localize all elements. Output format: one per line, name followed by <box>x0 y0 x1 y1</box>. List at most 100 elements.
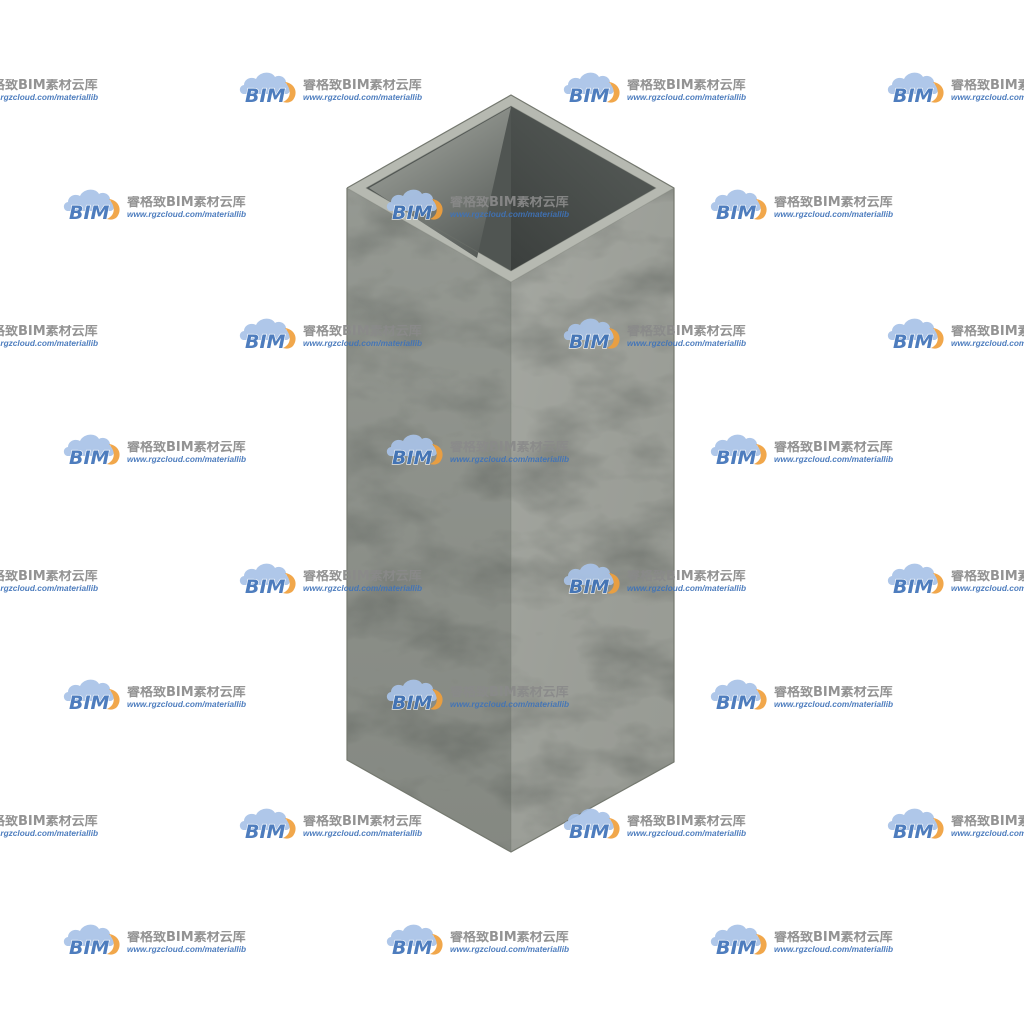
logo-cloud-shape <box>563 808 615 830</box>
watermark-title: 睿格致BIM素材云库 <box>774 196 893 210</box>
watermark-text-block: 睿格致BIM素材云库 www.rgzcloud.com/materiallib <box>0 806 101 838</box>
logo-orange-swoosh <box>283 573 296 594</box>
bim-cloud-logo-icon: BIM <box>710 924 767 956</box>
watermark-tile: BIM 睿格致BIM素材云库 www.rgzcloud.com/material… <box>385 187 572 221</box>
bim-cloud-logo-icon: BIM <box>63 679 120 711</box>
watermark-text-block: 睿格致BIM素材云库 www.rgzcloud.com/materiallib <box>0 561 101 593</box>
logo-cloud-shape <box>239 808 291 830</box>
logo-cloud-shape <box>563 72 615 94</box>
logo-text: BIM <box>716 937 757 956</box>
bim-cloud-logo-icon: BIM <box>386 924 443 956</box>
watermark-title: 睿格致BIM素材云库 <box>127 196 246 210</box>
watermark-text-block: 睿格致BIM素材云库 www.rgzcloud.com/materiallib <box>774 922 896 954</box>
watermark-title: 睿格致BIM素材云库 <box>627 570 746 584</box>
watermark-tile: BIM 睿格致BIM素材云库 www.rgzcloud.com/material… <box>238 561 425 595</box>
logo-text: BIM <box>392 202 433 221</box>
logo-text: BIM <box>69 692 110 711</box>
watermark-title: 睿格致BIM素材云库 <box>774 931 893 945</box>
logo-orange-swoosh <box>430 934 443 955</box>
watermark-tile: BIM 睿格致BIM素材云库 www.rgzcloud.com/material… <box>238 316 425 350</box>
watermark-tile: BIM 睿格致BIM素材云库 www.rgzcloud.com/material… <box>562 806 749 840</box>
column-right-face-shade <box>511 188 674 852</box>
watermark-url: www.rgzcloud.com/materiallib <box>951 93 1024 102</box>
bim-cloud-logo-icon: BIM <box>710 434 767 466</box>
logo-text: BIM <box>893 821 934 840</box>
watermark-title: 睿格致BIM素材云库 <box>127 441 246 455</box>
watermark-url: www.rgzcloud.com/materiallib <box>627 584 747 593</box>
watermark-tile: BIM 睿格致BIM素材云库 www.rgzcloud.com/material… <box>62 677 249 711</box>
watermark-text-block: 睿格致BIM素材云库 www.rgzcloud.com/materiallib <box>127 187 249 219</box>
watermark-tile: BIM 睿格致BIM素材云库 www.rgzcloud.com/material… <box>238 70 425 104</box>
watermark-url: www.rgzcloud.com/materiallib <box>303 93 423 102</box>
watermark-text-block: 睿格致BIM素材云库 www.rgzcloud.com/materiallib <box>951 70 1024 102</box>
watermark-url: www.rgzcloud.com/materiallib <box>774 945 894 954</box>
logo-text: BIM <box>392 937 433 956</box>
watermark-title: 睿格致BIM素材云库 <box>0 325 98 339</box>
watermark-text-block: 睿格致BIM素材云库 www.rgzcloud.com/materiallib <box>450 922 572 954</box>
logo-text: BIM <box>245 821 286 840</box>
bim-cloud-logo-icon: BIM <box>563 808 620 840</box>
watermark-title: 睿格致BIM素材云库 <box>774 686 893 700</box>
watermark-url: www.rgzcloud.com/materiallib <box>774 210 894 219</box>
watermark-title: 睿格致BIM素材云库 <box>303 79 422 93</box>
watermark-title: 睿格致BIM素材云库 <box>450 931 569 945</box>
watermark-text-block: 睿格致BIM素材云库 www.rgzcloud.com/materiallib <box>774 187 896 219</box>
watermark-text-block: 睿格致BIM素材云库 www.rgzcloud.com/materiallib <box>951 806 1024 838</box>
watermark-tile: BIM 睿格致BIM素材云库 www.rgzcloud.com/material… <box>562 70 749 104</box>
logo-orange-swoosh <box>107 199 120 220</box>
watermark-url: www.rgzcloud.com/materiallib <box>0 93 99 102</box>
logo-orange-swoosh <box>607 573 620 594</box>
watermark-url: www.rgzcloud.com/materiallib <box>127 700 247 709</box>
watermark-title: 睿格致BIM素材云库 <box>127 931 246 945</box>
watermark-tile: BIM 睿格致BIM素材云库 www.rgzcloud.com/material… <box>886 316 1024 350</box>
watermark-tile: BIM 睿格致BIM素材云库 www.rgzcloud.com/material… <box>886 806 1024 840</box>
logo-text: BIM <box>69 447 110 466</box>
logo-text: BIM <box>245 576 286 595</box>
logo-orange-swoosh <box>107 934 120 955</box>
logo-cloud-shape <box>710 189 762 211</box>
logo-cloud-shape <box>386 924 438 946</box>
logo-cloud-shape <box>239 563 291 585</box>
watermark-tile: BIM 睿格致BIM素材云库 www.rgzcloud.com/material… <box>709 922 896 956</box>
watermark-title: 睿格致BIM素材云库 <box>774 441 893 455</box>
bim-cloud-logo-icon: BIM <box>710 189 767 221</box>
logo-cloud-shape <box>563 318 615 340</box>
logo-orange-swoosh <box>283 82 296 103</box>
bim-cloud-logo-icon: BIM <box>563 72 620 104</box>
watermark-title: 睿格致BIM素材云库 <box>0 570 98 584</box>
watermark-url: www.rgzcloud.com/materiallib <box>450 210 570 219</box>
watermark-text-block: 睿格致BIM素材云库 www.rgzcloud.com/materiallib <box>450 187 572 219</box>
logo-orange-swoosh <box>430 199 443 220</box>
watermark-text-block: 睿格致BIM素材云库 www.rgzcloud.com/materiallib <box>627 561 749 593</box>
logo-text: BIM <box>716 692 757 711</box>
logo-orange-swoosh <box>430 689 443 710</box>
watermark-url: www.rgzcloud.com/materiallib <box>450 455 570 464</box>
watermark-tile: BIM 睿格致BIM素材云库 www.rgzcloud.com/material… <box>385 922 572 956</box>
watermark-title: 睿格致BIM素材云库 <box>450 441 569 455</box>
watermark-text-block: 睿格致BIM素材云库 www.rgzcloud.com/materiallib <box>450 432 572 464</box>
watermark-url: www.rgzcloud.com/materiallib <box>627 829 747 838</box>
watermark-url: www.rgzcloud.com/materiallib <box>627 93 747 102</box>
watermark-tile: BIM 睿格致BIM素材云库 www.rgzcloud.com/material… <box>0 70 101 104</box>
watermark-url: www.rgzcloud.com/materiallib <box>951 584 1024 593</box>
logo-text: BIM <box>893 331 934 350</box>
logo-orange-swoosh <box>931 82 944 103</box>
bim-cloud-logo-icon: BIM <box>239 808 296 840</box>
watermark-tile: BIM 睿格致BIM素材云库 www.rgzcloud.com/material… <box>0 806 101 840</box>
watermark-url: www.rgzcloud.com/materiallib <box>303 584 423 593</box>
logo-cloud-shape <box>710 679 762 701</box>
bim-cloud-logo-icon: BIM <box>710 679 767 711</box>
bim-cloud-logo-icon: BIM <box>887 808 944 840</box>
watermark-tile: BIM 睿格致BIM素材云库 www.rgzcloud.com/material… <box>709 432 896 466</box>
watermark-url: www.rgzcloud.com/materiallib <box>127 210 247 219</box>
bim-cloud-logo-icon: BIM <box>887 318 944 350</box>
logo-cloud-shape <box>710 924 762 946</box>
column-inner-wall-right <box>511 106 656 271</box>
column-inner-light-wedge <box>369 107 511 258</box>
logo-orange-swoosh <box>754 689 767 710</box>
watermark-title: 睿格致BIM素材云库 <box>450 686 569 700</box>
watermark-text-block: 睿格致BIM素材云库 www.rgzcloud.com/materiallib <box>951 561 1024 593</box>
logo-text: BIM <box>69 202 110 221</box>
logo-text: BIM <box>569 821 610 840</box>
watermark-tile: BIM 睿格致BIM素材云库 www.rgzcloud.com/material… <box>385 677 572 711</box>
